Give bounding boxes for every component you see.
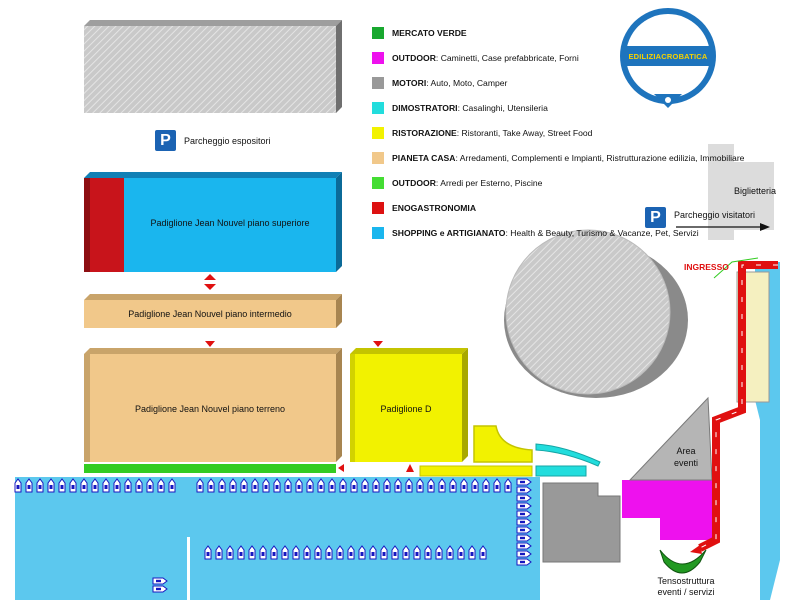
area-eventi — [628, 396, 713, 481]
boat-column-right — [516, 478, 532, 566]
label-pavilion-upper: Padiglione Jean Nouvel piano superiore — [150, 218, 310, 228]
motors-block — [542, 482, 621, 563]
legend-item: MERCATO VERDE — [372, 20, 792, 45]
pavilion-upper — [84, 172, 342, 272]
legend-desc: : Auto, Moto, Camper — [426, 77, 508, 88]
label-tent-2: eventi / servizi — [657, 587, 715, 597]
legend-swatch — [372, 126, 384, 139]
exhibitor-parking: P Parcheggio espositori — [155, 130, 271, 151]
legend-swatch — [372, 101, 384, 114]
parking-icon: P — [155, 130, 176, 151]
logo-inner: EDILIZIACROBATICA — [626, 14, 710, 98]
legend-title: MERCATO VERDE — [392, 27, 467, 38]
outdoor-magenta-block — [622, 480, 714, 518]
legend-item: ENOGASTRONOMIA — [372, 195, 792, 220]
legend-item: PIANETA CASA: Arredamenti, Complementi e… — [372, 145, 792, 170]
brand-logo: EDILIZIACROBATICA — [620, 8, 716, 104]
legend-title: OUTDOOR — [392, 177, 436, 188]
boat-row-middle — [196, 478, 512, 493]
demo-strips — [535, 443, 601, 477]
label-ticket-office: Biglietteria — [733, 186, 777, 196]
legend-desc: : Caminetti, Case prefabbricate, Forni — [435, 52, 579, 63]
pavilion-middle — [84, 294, 342, 328]
parking-block-top — [84, 20, 342, 113]
legend-swatch — [372, 151, 384, 164]
legend-title: PIANETA CASA — [392, 152, 456, 163]
logo-pin-icon — [654, 94, 682, 108]
legend-item: SHOPPING e ARTIGIANATO: Health & Beauty,… — [372, 220, 792, 245]
legend-title: RISTORAZIONE — [392, 127, 457, 138]
label-tent-1: Tensostruttura — [657, 576, 715, 586]
parking-icon: P — [645, 207, 666, 228]
green-hedge — [713, 257, 759, 279]
round-building — [504, 229, 688, 398]
legend-swatch — [372, 226, 384, 239]
legend-item: OUTDOOR: Caminetti, Case prefabbricate, … — [372, 45, 792, 70]
tent-structure — [659, 549, 707, 574]
label-entrance: INGRESSO — [684, 262, 729, 272]
pavilion-d — [350, 348, 468, 462]
legend-desc: : Health & Beauty, Turismo & Vacanze, Pe… — [505, 227, 699, 238]
label-area-eventi-2: eventi — [673, 458, 699, 468]
logo-text: EDILIZIACROBATICA — [626, 46, 710, 66]
marina-water — [15, 262, 780, 600]
exhibitor-parking-label: Parcheggio espositori — [184, 135, 271, 146]
legend-desc: : Arredamenti, Complementi e Impianti, R… — [455, 152, 745, 163]
red-markers — [204, 274, 414, 472]
legend-title: DIMOSTRATORI — [392, 102, 458, 113]
legend-swatch — [372, 51, 384, 64]
legend-item: RISTORAZIONE: Ristoranti, Take Away, Str… — [372, 120, 792, 145]
visitor-parking-arrow — [676, 223, 770, 231]
legend-title: MOTORI — [392, 77, 427, 88]
legend-swatch — [372, 201, 384, 214]
label-pavilion-middle: Padiglione Jean Nouvel piano intermedio — [128, 309, 292, 319]
mercato-verde-strip — [84, 464, 336, 473]
legend-item: DIMOSTRATORI: Casalinghi, Utensileria — [372, 95, 792, 120]
label-pavilion-d: Padiglione D — [380, 404, 432, 414]
entrance-path — [690, 261, 778, 554]
legend-swatch — [372, 26, 384, 39]
legend-title: OUTDOOR — [392, 52, 436, 63]
pavilion-ground — [84, 348, 342, 462]
visitor-parking-label: Parcheggio visitatori — [674, 209, 756, 220]
legend-item: OUTDOOR: Arredi per Esterno, Piscine — [372, 170, 792, 195]
legend-desc: : Casalinghi, Utensileria — [457, 102, 548, 113]
legend-swatch — [372, 176, 384, 189]
legend-title: SHOPPING e ARTIGIANATO — [392, 227, 506, 238]
food-court-block — [419, 425, 533, 477]
legend-desc: : Arredi per Esterno, Piscine — [435, 177, 543, 188]
visitor-parking: P Parcheggio visitatori — [645, 207, 755, 228]
legend-title: ENOGASTRONOMIA — [392, 202, 477, 213]
label-area-eventi-1: Area — [676, 446, 696, 456]
legend-item: MOTORI: Auto, Moto, Camper — [372, 70, 792, 95]
legend-desc: : Ristoranti, Take Away, Street Food — [456, 127, 593, 138]
legend-swatch — [372, 76, 384, 89]
boat-row-left — [14, 478, 176, 493]
label-pavilion-ground: Padiglione Jean Nouvel piano terreno — [134, 404, 286, 414]
